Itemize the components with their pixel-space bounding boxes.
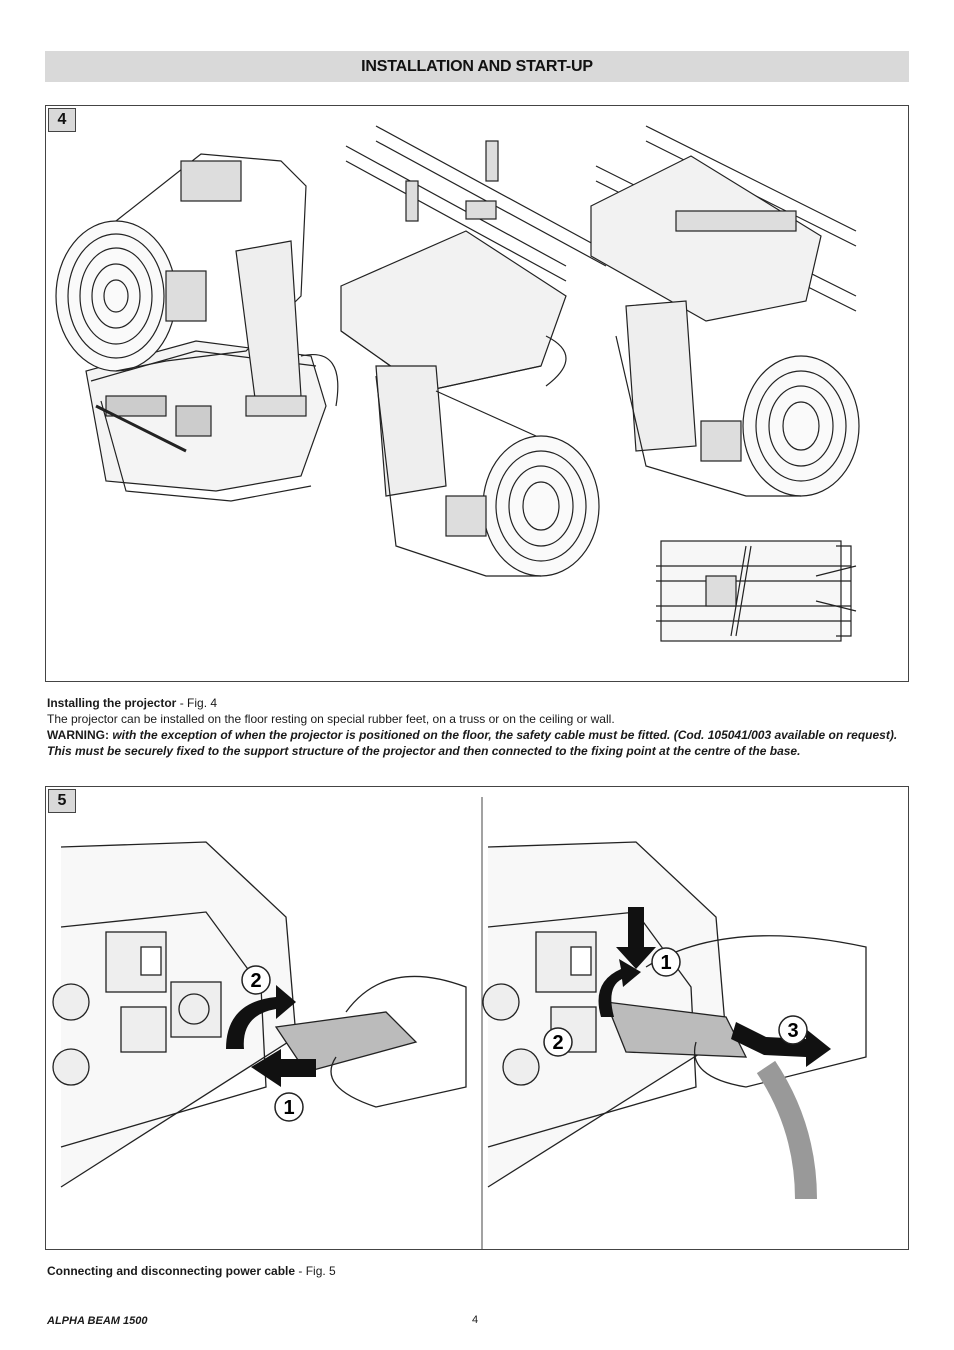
connect-cable-drawing: [52, 841, 467, 1188]
press-arrow-right: [616, 907, 656, 969]
right-step-3: 3: [787, 1020, 798, 1042]
truss-mounted-projector-drawing: [340, 125, 607, 577]
section-header: INSTALLATION AND START-UP: [45, 51, 909, 82]
disconnect-cable-drawing: [482, 841, 867, 1200]
caption-4-ref: - Fig. 4: [176, 696, 218, 710]
ceiling-mounted-projector-drawing: [590, 125, 860, 497]
figure-4-number: 4: [48, 108, 76, 132]
caption-4-text: The projector can be installed on the fl…: [47, 712, 615, 726]
figure-4-illustration: [55, 125, 860, 642]
caption-5-ref: - Fig. 5: [295, 1264, 336, 1278]
left-step-2: 2: [250, 970, 261, 992]
top-view-detail-drawing: [656, 540, 857, 642]
floor-projector-drawing: [55, 153, 339, 502]
warning-label: WARNING:: [47, 728, 109, 742]
footer-product-name: ALPHA BEAM 1500: [47, 1315, 148, 1327]
left-step-1: 1: [283, 1097, 294, 1119]
figure-4-installation: 4: [45, 105, 909, 682]
caption-4-title: Installing the projector: [47, 696, 177, 710]
right-step-1: 1: [660, 952, 671, 974]
rotate-arrow-left: [226, 985, 296, 1049]
section-title: INSTALLATION AND START-UP: [361, 57, 593, 75]
rotate-arrow-right: [598, 959, 641, 1017]
push-arrow-left: [251, 1049, 316, 1087]
footer-page-number: 4: [472, 1314, 479, 1326]
caption-5-title: Connecting and disconnecting power cable: [47, 1264, 296, 1278]
figure-5-number: 5: [48, 789, 76, 813]
figure-4-caption: Installing the projector - Fig. 4 The pr…: [47, 695, 917, 759]
warning-text: with the exception of when the projector…: [47, 728, 898, 758]
figure-5-illustration: 2 1 1 2 3: [52, 797, 867, 1249]
figure-5-caption: Connecting and disconnecting power cable…: [47, 1263, 917, 1279]
figure-5-power-cable: 5 2 1: [45, 786, 909, 1250]
right-step-2: 2: [552, 1032, 563, 1054]
